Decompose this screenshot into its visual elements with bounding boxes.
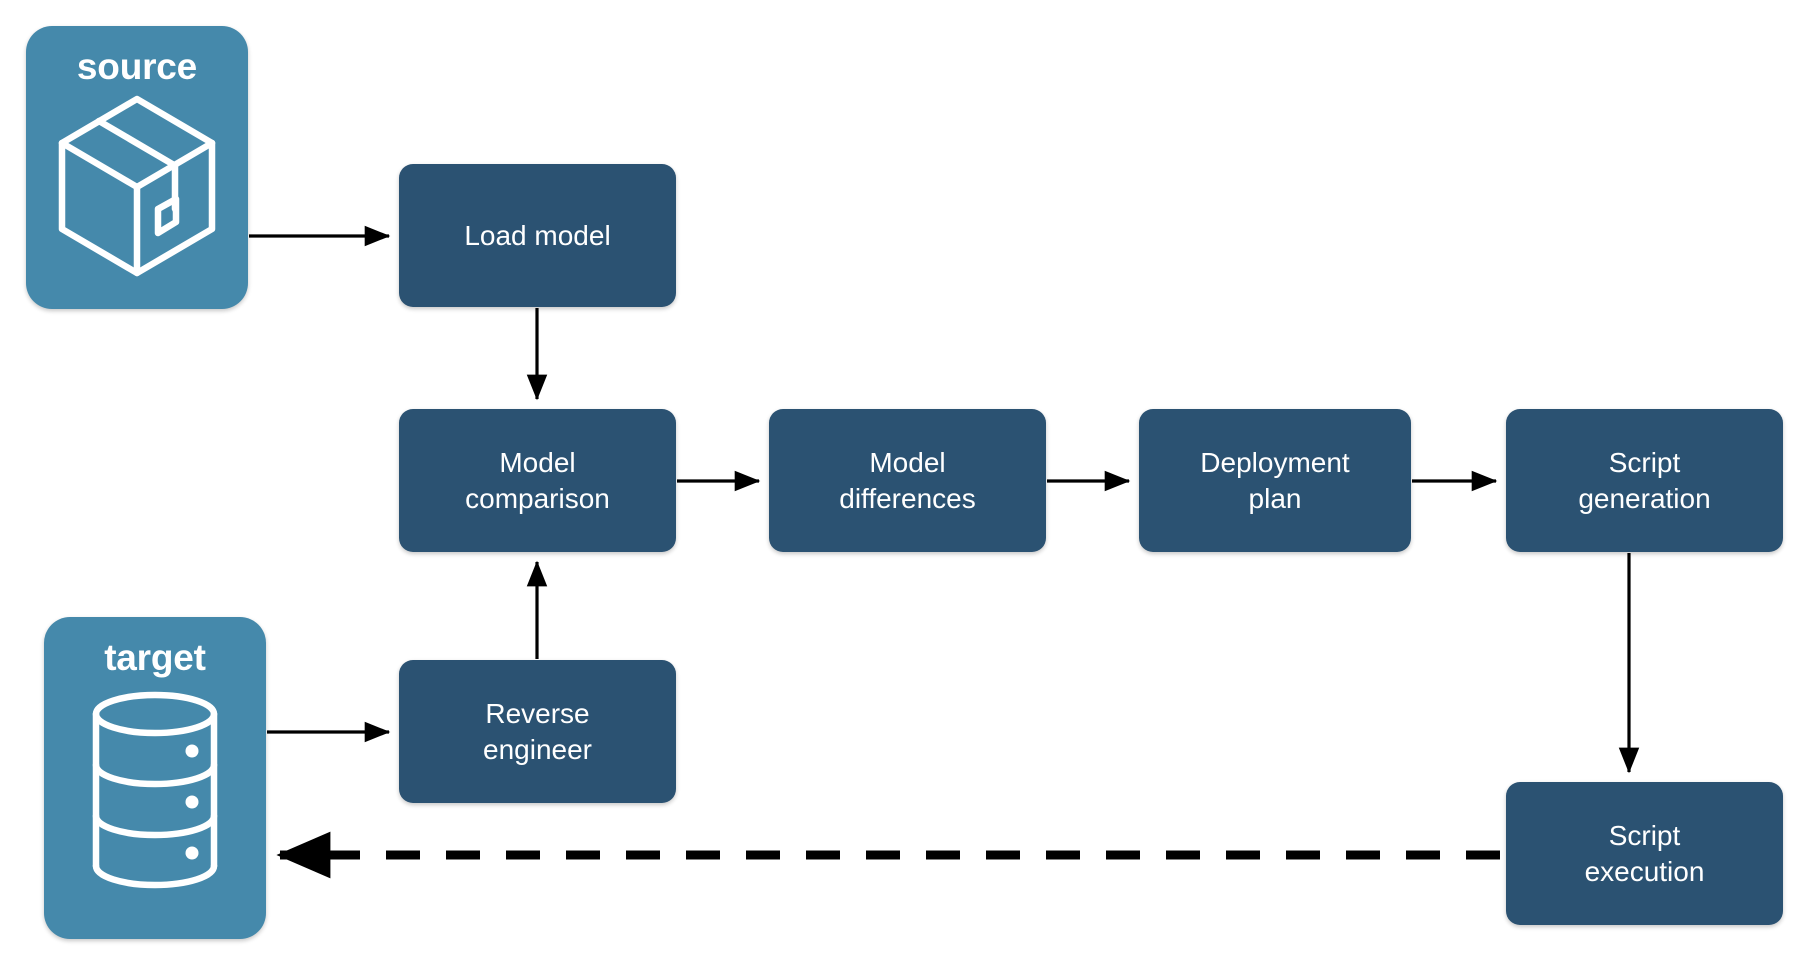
node-script-generation-label: Script generation bbox=[1578, 446, 1711, 514]
package-box-icon bbox=[52, 91, 222, 286]
endpoint-target[interactable]: target bbox=[44, 617, 266, 939]
endpoint-source-label: source bbox=[76, 46, 198, 87]
node-script-execution-label: Script execution bbox=[1584, 819, 1705, 887]
database-cylinder-icon bbox=[81, 688, 229, 897]
node-reverse-engineer[interactable]: Reverse engineer bbox=[399, 660, 676, 803]
endpoint-source[interactable]: source bbox=[26, 26, 248, 309]
node-script-execution[interactable]: Script execution bbox=[1506, 782, 1783, 925]
node-model-differences[interactable]: Model differences bbox=[769, 409, 1046, 552]
node-model-comparison-label: Model comparison bbox=[465, 446, 610, 514]
endpoint-target-label: target bbox=[104, 637, 206, 678]
node-load-model[interactable]: Load model bbox=[399, 164, 676, 307]
node-reverse-engineer-label: Reverse engineer bbox=[483, 697, 592, 765]
node-script-generation[interactable]: Script generation bbox=[1506, 409, 1783, 552]
node-deployment-plan-label: Deployment plan bbox=[1200, 446, 1350, 514]
node-model-differences-label: Model differences bbox=[839, 446, 976, 514]
node-model-comparison[interactable]: Model comparison bbox=[399, 409, 676, 552]
node-deployment-plan[interactable]: Deployment plan bbox=[1139, 409, 1411, 552]
node-load-model-label: Load model bbox=[464, 219, 611, 251]
